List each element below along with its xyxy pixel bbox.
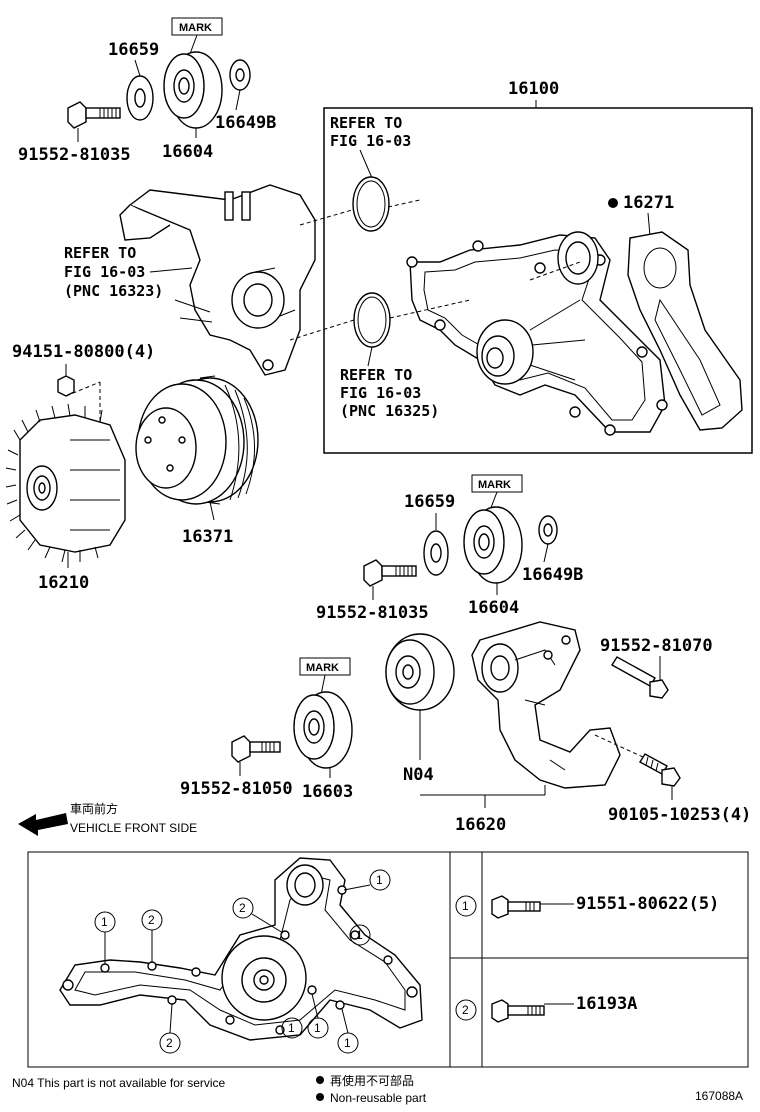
front-label-jp: 車両前方 [70, 801, 118, 816]
front-label-en: VEHICLE FRONT SIDE [70, 821, 197, 835]
legend-marker-2 [455, 999, 477, 1021]
o-ring-upper[interactable] [352, 176, 390, 232]
fan-clutch-16210[interactable] [5, 403, 126, 563]
label-16271[interactable]: 16271 [623, 193, 674, 213]
label-16210[interactable]: 16210 [38, 573, 89, 593]
bolt-91552-81035-top[interactable] [67, 101, 121, 129]
marker-2a-text: 2 [239, 901, 246, 915]
label-N04[interactable]: N04 [403, 765, 434, 785]
label-16604-top[interactable]: 16604 [162, 142, 213, 162]
label-91552-81035-top[interactable]: 91552-81035 [18, 145, 131, 165]
label-91552-81035-mid[interactable]: 91552-81035 [316, 603, 429, 623]
idler-pulley-N04[interactable] [385, 633, 455, 711]
label-16649B-mid[interactable]: 16649B [522, 565, 583, 585]
bolt-90105-10253[interactable] [639, 753, 681, 787]
marker-1f-text: 1 [288, 1021, 295, 1035]
legend-row1-part[interactable]: 91551-80622(5) [576, 894, 719, 914]
gasket-16271[interactable] [627, 231, 743, 431]
bolt-91552-81035-mid[interactable] [363, 559, 417, 587]
bolt-91552-81070[interactable] [611, 656, 669, 699]
label-16649B-top[interactable]: 16649B [215, 113, 276, 133]
label-16603[interactable]: 16603 [302, 782, 353, 802]
marker-1a-text: 1 [376, 873, 383, 887]
idler-pulley-16604-top[interactable] [163, 51, 223, 129]
label-91552-81070[interactable]: 91552-81070 [600, 636, 713, 656]
bolt-layout-box [27, 851, 749, 1068]
legend-row2-num: 2 [462, 1003, 469, 1017]
mark-label-top: MARK [179, 22, 212, 34]
footer-dot-jp [316, 1076, 324, 1084]
o-ring-lower[interactable] [353, 292, 391, 348]
water-inlet-housing[interactable] [119, 184, 316, 376]
refer-note-c: REFER TO FIG 16-03 (PNC 16325) [340, 366, 439, 420]
assembly-box-16100 [323, 107, 753, 454]
label-91552-81050[interactable]: 91552-81050 [180, 779, 293, 799]
mark-label-low: MARK [306, 662, 339, 674]
marker-1d-text: 1 [314, 1021, 321, 1035]
refer-b-line1: REFER TO [64, 244, 136, 262]
marker-1b[interactable] [349, 924, 371, 946]
mark-label-mid: MARK [478, 479, 511, 491]
refer-note-a: REFER TO FIG 16-03 [330, 114, 411, 150]
idler-pulley-16603[interactable] [293, 691, 353, 769]
refer-c-line1: REFER TO [340, 366, 412, 384]
tensioner-bracket-16620[interactable] [471, 621, 621, 789]
marker-1a[interactable] [369, 869, 391, 891]
pump-bolt-layout [59, 857, 423, 1041]
label-16100[interactable]: 16100 [508, 79, 559, 99]
label-16371[interactable]: 16371 [182, 527, 233, 547]
label-90105-10253[interactable]: 90105-10253(4) [608, 805, 751, 825]
footer-jp-note: 再使用不可部品 [330, 1073, 414, 1088]
legend-row2-part[interactable]: 16193A [576, 994, 637, 1014]
marker-1c-text: 1 [101, 915, 108, 929]
refer-c-line2: FIG 16-03 [340, 384, 421, 402]
label-16659-mid[interactable]: 16659 [404, 492, 455, 512]
footer-nonreusable: Non-reusable part [330, 1091, 427, 1105]
marker-1e-text: 1 [344, 1036, 351, 1050]
label-16620[interactable]: 16620 [455, 815, 506, 835]
marker-1f[interactable] [281, 1017, 303, 1039]
bolt-91551-80622[interactable] [491, 895, 541, 919]
marker-1b-text: 1 [356, 928, 363, 942]
refer-b-line2: FIG 16-03 [64, 263, 145, 281]
idler-group-top: 16659 MARK 91552-81035 16604 16649B [18, 17, 276, 165]
non-reusable-dot-16271 [608, 198, 618, 208]
refer-note-b: REFER TO FIG 16-03 (PNC 16323) [64, 244, 163, 300]
pump-markers: 1 2 1 1 2 1 2 1 1 [94, 869, 391, 1054]
legend-marker-1 [455, 895, 477, 917]
fan-pulley-16371[interactable] [135, 375, 259, 505]
footer-n04-note: N04 This part is not available for servi… [12, 1076, 226, 1090]
idler-pulley-16604-mid[interactable] [463, 506, 523, 584]
vehicle-front-arrow-icon [18, 813, 68, 836]
bolt-91552-81050[interactable] [231, 735, 281, 763]
label-16659-top[interactable]: 16659 [108, 40, 159, 60]
bolt-16193A[interactable] [491, 999, 545, 1023]
refer-a-line2: FIG 16-03 [330, 132, 411, 150]
marker-2b-text: 2 [148, 913, 155, 927]
figure-id: 167088A [695, 1089, 743, 1103]
marker-2c-text: 2 [166, 1036, 173, 1050]
nut-94151[interactable] [57, 375, 75, 397]
refer-a-line1: REFER TO [330, 114, 402, 132]
marker-2a[interactable] [232, 897, 254, 919]
label-94151-80800[interactable]: 94151-80800(4) [12, 342, 155, 362]
label-16604-mid[interactable]: 16604 [468, 598, 519, 618]
water-pump-body-16100[interactable] [406, 231, 668, 436]
refer-b-line3: (PNC 16323) [64, 282, 163, 300]
footer-dot-en [316, 1093, 324, 1101]
legend-row1-num: 1 [462, 899, 469, 913]
refer-c-line3: (PNC 16325) [340, 402, 439, 420]
